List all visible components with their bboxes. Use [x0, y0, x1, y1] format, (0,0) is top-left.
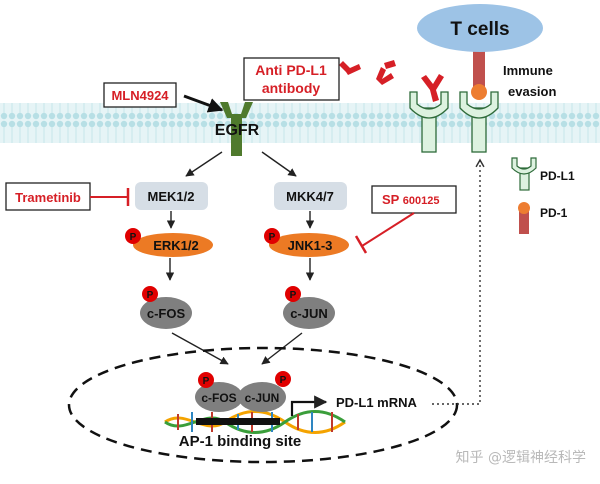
ap1-cjun-label: c-JUN [245, 391, 280, 405]
anti-pdl1-antibody-box: Anti PD-L1 antibody [243, 57, 340, 101]
phospho-cfos-label: P [147, 290, 154, 301]
mek-label: MEK1/2 [148, 189, 195, 204]
erk-label: ERK1/2 [153, 238, 199, 253]
egfr-to-mek-arrow [185, 151, 223, 177]
dna-helix-icon [164, 410, 346, 434]
t-cells-label: T cells [450, 19, 509, 40]
ap1-cjun [238, 382, 286, 412]
sp600125-box: SP 600125 [371, 185, 457, 214]
mln4924-label: MLN4924 [111, 88, 169, 103]
transcription-arrow [290, 395, 328, 416]
legend-pd1-label: PD-1 [540, 206, 568, 220]
egfr-to-mkk-arrow [261, 151, 297, 177]
phospho-cfos-icon [142, 286, 158, 302]
trametinib-box: Trametinib [5, 182, 91, 211]
ap1-complex: c-FOS c-JUN P P [195, 371, 291, 412]
sp-text: SP [382, 192, 400, 207]
phospho-erk-label: P [130, 232, 137, 243]
erk-node: ERK1/2 P [125, 228, 213, 257]
sp-number: 600125 [403, 195, 440, 207]
cfos-to-nucleus-arrow [171, 332, 229, 365]
antibody-icon [376, 60, 396, 85]
jnk-node: JNK1-3 P [264, 228, 349, 257]
mkk-label: MKK4/7 [286, 189, 334, 204]
pd1-receptor-head [471, 84, 487, 100]
t-cell: T cells [417, 4, 543, 100]
phospho-cjun-label: P [290, 290, 297, 301]
phospho-jnk-label: P [269, 232, 276, 243]
trametinib-label: Trametinib [15, 190, 81, 205]
watermark-text: 知乎 @逻辑神经科学 [455, 450, 586, 466]
cell-membrane [0, 103, 600, 143]
evasion-label: evasion [508, 84, 556, 99]
t-cell-body [417, 4, 543, 52]
ap1-binding-site-label: AP-1 binding site [179, 433, 302, 450]
ap1-binding-region [196, 418, 280, 425]
pdl1-mrna-label: PD-L1 mRNA [336, 395, 418, 410]
mkk-box: MKK4/7 [274, 182, 347, 210]
sp600125-inhibition-bar [354, 235, 368, 254]
phospho-ap1-cfos-label: P [203, 376, 210, 387]
pdl1-receptor-left [409, 91, 449, 153]
nucleus-outline [67, 346, 459, 464]
legend-pdl1-label: PD-L1 [540, 169, 575, 183]
antibody-icon-3 [421, 74, 444, 102]
immune-label: Immune [503, 63, 553, 78]
legend-pdl1-icon [511, 157, 537, 191]
sp600125-label: SP 600125 [382, 192, 439, 207]
legend-pd1-icon [518, 202, 530, 234]
legend: PD-L1 PD-1 [511, 157, 575, 234]
ap1-cfos-label: c-FOS [201, 391, 236, 405]
egfr-label: EGFR [215, 122, 260, 139]
pdl1-receptor-right [459, 91, 499, 153]
phospho-erk-icon [125, 228, 141, 244]
ap1-cfos [195, 382, 243, 412]
mek-box: MEK1/2 [135, 182, 208, 210]
cjun-label: c-JUN [290, 306, 328, 321]
mln4924-box: MLN4924 [103, 82, 177, 108]
cfos-node: c-FOS P [140, 286, 192, 329]
mrna-to-pdl1-dotted-arrow [432, 158, 485, 405]
phospho-ap1-cfos-icon [198, 372, 214, 388]
cjun-node: c-JUN P [283, 286, 335, 329]
egfr-receptor-icon [220, 102, 253, 156]
phospho-ap1-cjun-label: P [280, 375, 287, 386]
phospho-cjun-icon [285, 286, 301, 302]
sp600125-inhibition-line [361, 212, 415, 247]
anti-pdl1-label-2: antibody [262, 80, 321, 96]
antibody-icon-2 [339, 61, 361, 75]
cfos-label: c-FOS [147, 306, 186, 321]
phospho-ap1-cjun-icon [275, 371, 291, 387]
anti-pdl1-label-1: Anti PD-L1 [255, 62, 327, 78]
jnk-label: JNK1-3 [288, 238, 333, 253]
mln4924-arrow [183, 94, 224, 113]
phospho-jnk-icon [264, 228, 280, 244]
